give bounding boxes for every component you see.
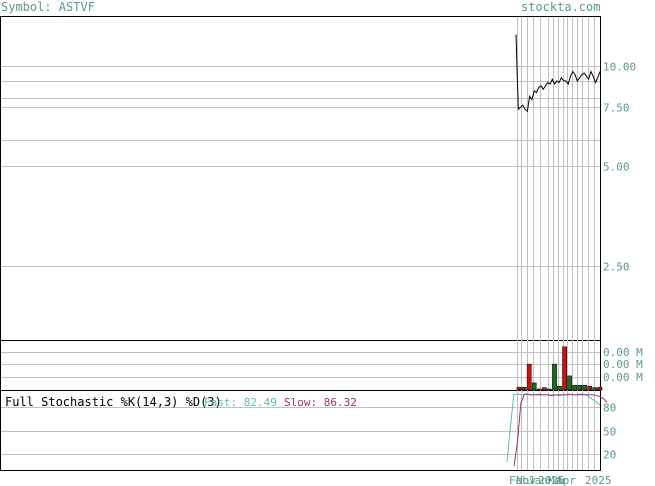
- stochastic-grid: [1, 407, 600, 455]
- volume-bar: [597, 386, 603, 391]
- volume-tick-label: 0.00 M: [603, 358, 643, 371]
- volume-panel-frame: [0, 340, 601, 391]
- slow-line: [513, 393, 608, 467]
- volume-bar: [577, 385, 583, 391]
- price-axis: 10.00 7.50 5.00 2.50: [603, 61, 636, 274]
- price-tick-label: 5.00: [603, 161, 630, 174]
- price-tick-label: 2.50: [603, 261, 630, 274]
- volume-axis: 0.00 M0.00 M0.00 M: [603, 346, 643, 384]
- price-line: [515, 34, 601, 113]
- price-panel-frame: [0, 16, 601, 341]
- volume-bar: [562, 346, 567, 391]
- volume-bar: [557, 385, 562, 391]
- stochastic-tick-label: 80: [603, 402, 616, 415]
- date-tick-label: Nov: [516, 474, 536, 486]
- volume-grid: [1, 352, 600, 378]
- price-grid: [1, 66, 600, 267]
- date-grid: [517, 17, 595, 470]
- volume-tick-label: 0.00 M: [603, 346, 643, 359]
- volume-bar: [592, 387, 598, 391]
- slow-label: Slow: 86.32: [284, 396, 357, 409]
- stochastic-panel-frame: [0, 390, 601, 471]
- volume-bar: [567, 375, 572, 391]
- date-tick-label: 2025: [538, 474, 565, 486]
- price-tick-label: 7.50: [603, 102, 630, 115]
- volume-bar: [587, 385, 593, 391]
- date-tick-label: Feb: [509, 474, 529, 486]
- volume-tick-label: 0.00 M: [603, 371, 643, 384]
- volume-bar: [572, 385, 577, 391]
- stochastic-lines: [506, 393, 608, 467]
- volume-bar: [526, 363, 532, 391]
- date-tick-label: 2025: [585, 474, 612, 486]
- price-tick-label: 10.00: [603, 61, 636, 74]
- volume-bar: [547, 388, 552, 391]
- date-tick-label: Mar: [548, 474, 568, 486]
- volume-bar: [552, 363, 557, 391]
- volume-bar: [582, 385, 588, 391]
- stochastic-title: Full Stochastic %K(14,3) %D(3): [5, 395, 222, 409]
- stochastic-tick-label: 20: [603, 449, 616, 462]
- volume-bar: [542, 387, 547, 391]
- stochastic-tick-label: 50: [603, 426, 616, 439]
- date-tick-label: Jan: [528, 474, 548, 486]
- site-label: stockta.com: [521, 0, 600, 14]
- volume-bar: [536, 388, 542, 391]
- volume-bar: [531, 382, 537, 391]
- volume-bar: [516, 386, 522, 391]
- fast-label: Fast: 82.49: [204, 396, 277, 409]
- volume-bar: [521, 386, 527, 391]
- stochastic-axis: 80 50 20: [603, 402, 616, 462]
- symbol-label: Symbol: ASTVF: [1, 0, 95, 14]
- volume-bars: [516, 346, 603, 391]
- price-series-line: [515, 34, 601, 113]
- date-tick-label: Apr: [556, 474, 576, 486]
